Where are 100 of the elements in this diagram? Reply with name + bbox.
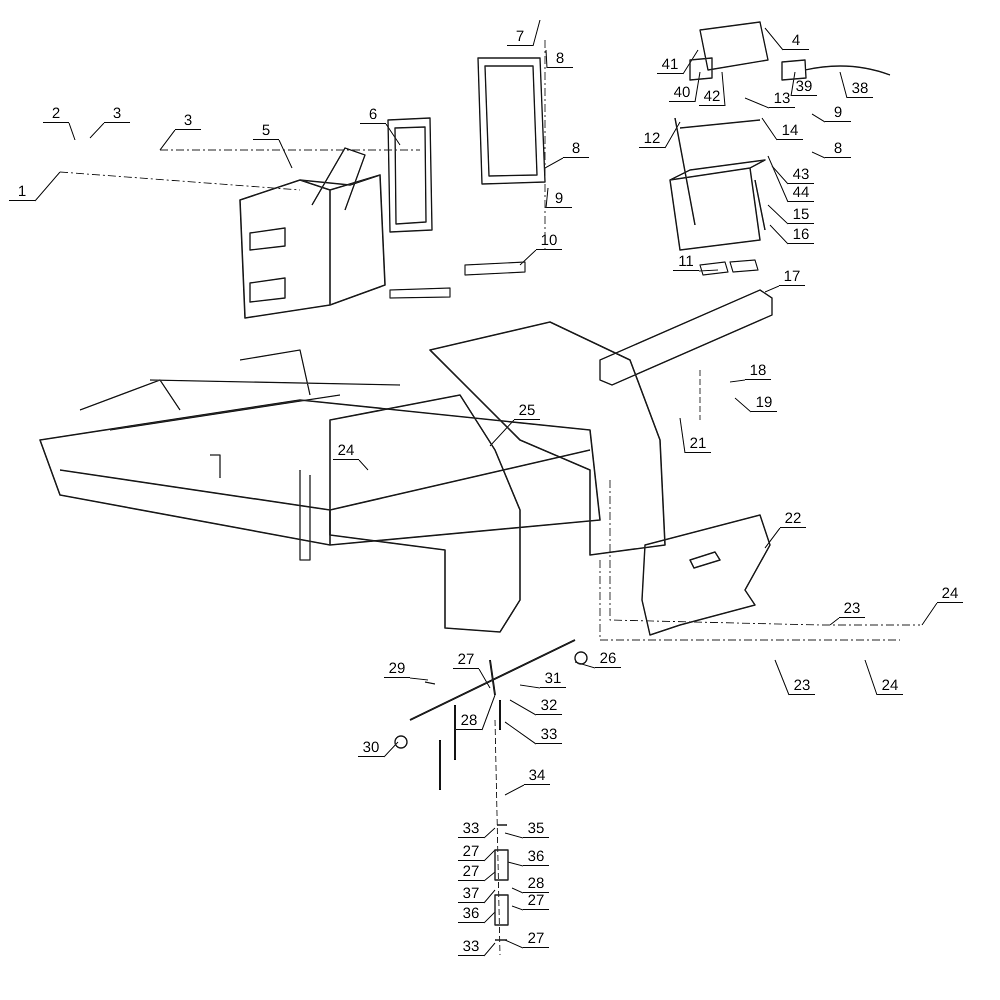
callout-number: 27 xyxy=(523,930,549,948)
leader-line xyxy=(278,140,292,168)
leader-line xyxy=(721,72,726,106)
leader-line xyxy=(744,98,770,108)
leader-line xyxy=(512,905,524,911)
leader-line xyxy=(478,668,490,688)
leader-line xyxy=(504,784,524,796)
callout-number: 5 xyxy=(253,122,279,140)
callout-number: 39 xyxy=(791,78,817,96)
callout-number: 35 xyxy=(523,820,549,838)
leader-line xyxy=(386,124,400,146)
callout-number: 3 xyxy=(175,112,201,130)
leader-line xyxy=(545,188,549,208)
leader-line xyxy=(770,224,788,244)
callout-number: 4 xyxy=(783,32,809,50)
leader-line xyxy=(484,912,496,924)
callout-number: 2 xyxy=(43,105,69,123)
leader-line xyxy=(532,20,541,46)
leader-line xyxy=(504,940,524,948)
callout-number: 22 xyxy=(780,510,806,528)
callout-number: 25 xyxy=(514,402,540,420)
callout-number: 32 xyxy=(536,697,562,715)
callout-number: 12 xyxy=(639,130,665,148)
leader-line xyxy=(764,528,780,548)
leader-line xyxy=(774,660,790,696)
callout-number: 23 xyxy=(839,600,865,618)
leader-line xyxy=(682,50,698,74)
leader-line xyxy=(922,602,938,626)
leader-line xyxy=(520,250,536,266)
leader-line xyxy=(358,460,368,470)
leader-line xyxy=(484,872,496,882)
leader-line xyxy=(768,156,788,202)
leader-line xyxy=(830,618,840,626)
callout-number: 42 xyxy=(699,88,725,106)
callout-number: 7 xyxy=(507,28,533,46)
callout-number: 24 xyxy=(333,442,359,460)
leader-line xyxy=(481,694,496,730)
callout-number: 27 xyxy=(458,843,484,861)
callout-number: 27 xyxy=(453,651,479,669)
callout-number: 31 xyxy=(540,670,566,688)
callout-number: 13 xyxy=(769,90,795,108)
callout-number: 3 xyxy=(104,105,130,123)
callout-number: 44 xyxy=(788,184,814,202)
callout-number: 38 xyxy=(847,80,873,98)
leader-line xyxy=(504,832,524,839)
leader-line xyxy=(839,72,848,98)
callout-number: 36 xyxy=(458,905,484,923)
leader-line xyxy=(484,828,496,838)
callout-number: 33 xyxy=(458,820,484,838)
leader-line xyxy=(490,420,514,446)
leader-line xyxy=(520,684,540,689)
leader-line xyxy=(730,379,746,383)
callout-number: 41 xyxy=(657,56,683,74)
callout-number: 9 xyxy=(546,190,572,208)
leader-line xyxy=(762,118,778,140)
leader-line xyxy=(512,888,524,894)
callout-number: 33 xyxy=(458,938,484,956)
leader-line xyxy=(484,942,496,956)
leader-line xyxy=(574,661,596,669)
leader-line xyxy=(790,72,796,96)
leader-line xyxy=(664,122,680,148)
leader-line xyxy=(734,398,752,412)
callout-number: 24 xyxy=(877,677,903,695)
callout-number: 6 xyxy=(360,106,386,124)
leader-line xyxy=(864,660,878,696)
callout-number: 34 xyxy=(524,767,550,785)
leader-line xyxy=(679,418,686,454)
leader-line xyxy=(510,700,536,716)
callout-number: 1 xyxy=(9,183,35,201)
callout-number: 29 xyxy=(384,660,410,678)
callout-number: 26 xyxy=(595,650,621,668)
leader-line xyxy=(504,722,536,744)
callout-number: 21 xyxy=(685,435,711,453)
callout-number: 23 xyxy=(789,677,815,695)
callout-number: 43 xyxy=(788,166,814,184)
callout-number: 8 xyxy=(825,140,851,158)
callout-number: 33 xyxy=(536,726,562,744)
callout-number: 40 xyxy=(669,84,695,102)
callout-number: 9 xyxy=(825,104,851,122)
callout-number: 14 xyxy=(777,122,803,140)
callout-number: 8 xyxy=(563,140,589,158)
leader-line xyxy=(544,158,564,168)
leader-line xyxy=(694,72,701,102)
leader-line xyxy=(484,850,496,862)
leader-line xyxy=(68,122,76,140)
callout-number: 36 xyxy=(523,848,549,866)
callout-number: 17 xyxy=(779,268,805,286)
leader-line xyxy=(764,28,784,50)
leader-line xyxy=(410,677,428,681)
leader-line xyxy=(545,50,548,68)
leader-line xyxy=(772,166,788,184)
callout-number: 27 xyxy=(458,863,484,881)
leader-line xyxy=(812,152,826,158)
leader-line xyxy=(508,861,524,867)
callout-number: 8 xyxy=(547,50,573,68)
callout-number: 11 xyxy=(673,253,699,271)
callout-number: 18 xyxy=(745,362,771,380)
callout-number: 28 xyxy=(523,875,549,893)
callout-number: 10 xyxy=(536,232,562,250)
leader-line xyxy=(160,130,176,150)
